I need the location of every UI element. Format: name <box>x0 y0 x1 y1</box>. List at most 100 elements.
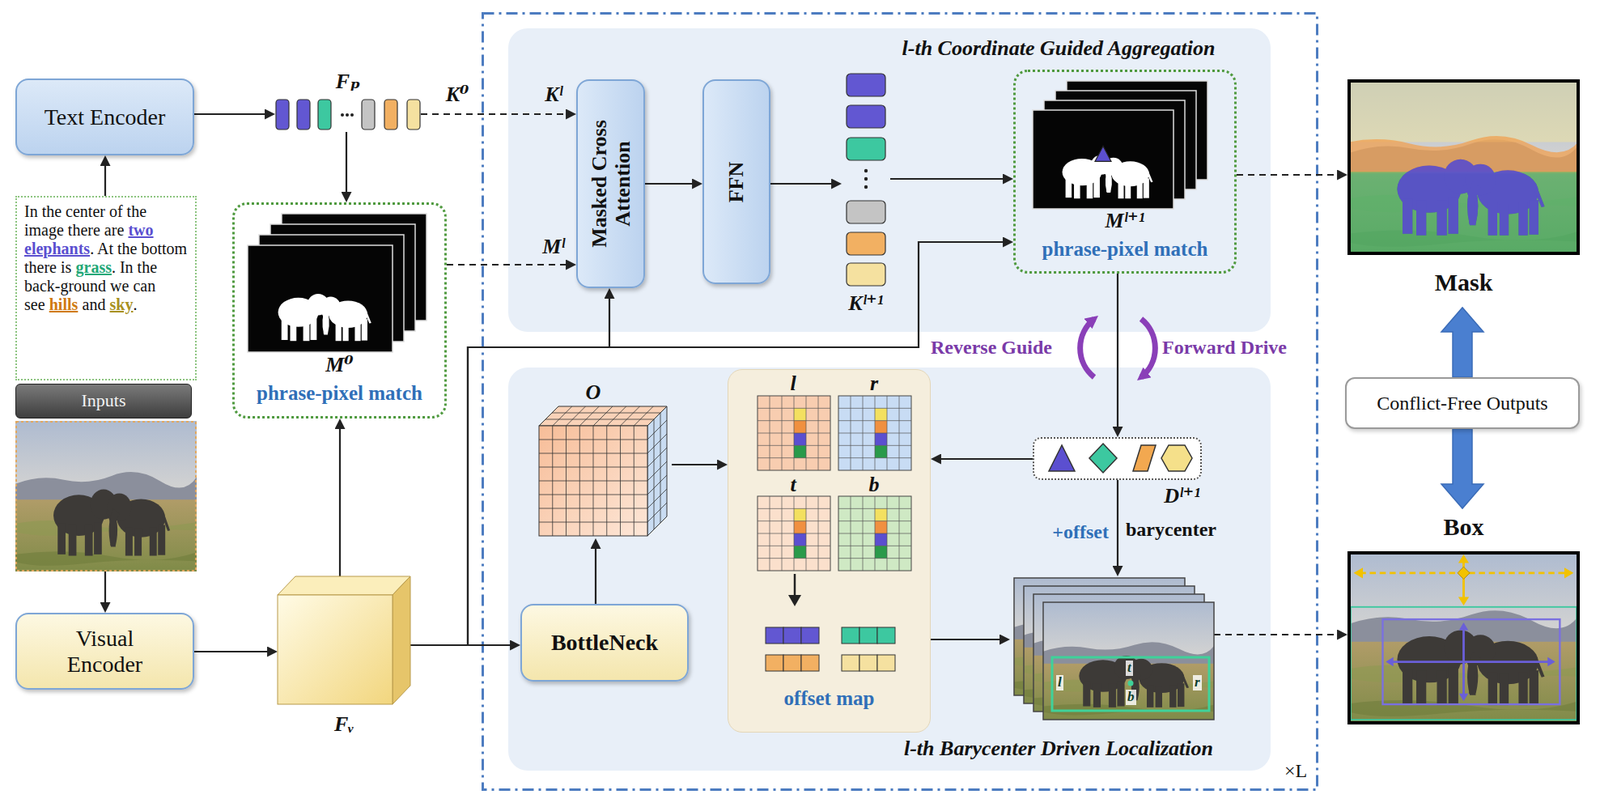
cube-front <box>277 594 393 705</box>
line <box>838 557 912 559</box>
line <box>757 533 831 535</box>
token <box>846 263 886 286</box>
dot <box>864 185 868 189</box>
box-stack: ltrb <box>1010 576 1214 720</box>
grid-label: r <box>857 371 891 395</box>
photo-frame <box>16 421 196 571</box>
node-text: phrase-pixel match <box>1015 237 1235 261</box>
grid-cell <box>793 508 807 521</box>
node-text: l-th Coordinate Guided Aggregation <box>856 36 1261 60</box>
cycle-arrow <box>1141 318 1155 378</box>
grid <box>838 496 912 571</box>
shape <box>1353 567 1363 578</box>
grid-cell <box>874 420 888 433</box>
token <box>318 99 332 130</box>
node-text: M⁰ <box>234 352 445 377</box>
dot <box>340 113 344 117</box>
grid-cell <box>793 521 807 534</box>
grid-cell <box>793 407 807 421</box>
offset-cell <box>801 654 820 671</box>
triangle-mark <box>1048 445 1075 472</box>
connector <box>410 644 514 646</box>
offset-cell <box>841 654 860 671</box>
encoder-box: Visual Encoder <box>15 612 195 690</box>
offset-cell <box>877 627 896 644</box>
token-column: Kˡ⁺¹ <box>841 71 891 320</box>
offset-panel: offset map <box>727 369 931 733</box>
connector <box>671 463 722 466</box>
node-text: Visual Encoder <box>44 625 166 677</box>
shape <box>1459 693 1469 702</box>
line <box>757 545 831 547</box>
cube-side <box>392 576 411 705</box>
stage-panel: l-th Coordinate Guided AggregationMasked… <box>508 28 1271 332</box>
line <box>757 457 831 459</box>
node-text: FFN <box>724 86 748 277</box>
parallelogram-mark <box>1133 445 1156 472</box>
line <box>899 496 900 571</box>
line <box>838 533 912 535</box>
line <box>653 419 655 530</box>
grid-cell <box>793 420 807 433</box>
photo-frame <box>1349 552 1579 723</box>
shape <box>1458 596 1469 606</box>
connector <box>194 650 272 653</box>
node-text: Fₚ <box>275 69 421 94</box>
connector <box>1116 479 1119 570</box>
token <box>846 137 886 161</box>
line <box>806 496 807 571</box>
photo-scene <box>15 420 197 572</box>
barycenter-set-art <box>1034 438 1204 482</box>
node-text: Kˡ⁺¹ <box>829 291 903 315</box>
diamond-mark <box>1089 443 1117 473</box>
grid-cell <box>874 533 888 546</box>
grid <box>757 496 831 571</box>
panel-ground <box>508 367 1271 771</box>
caption-text: In the center of the image there are <box>24 202 147 239</box>
sky-mask <box>1349 80 1579 143</box>
line <box>757 445 831 446</box>
connector <box>1116 273 1119 431</box>
token <box>384 99 398 130</box>
cube-top <box>277 576 411 595</box>
token <box>846 73 886 97</box>
block-arrow <box>1441 428 1484 509</box>
offset-cell <box>765 627 784 644</box>
line <box>538 522 648 523</box>
connector <box>770 182 836 185</box>
node-text: Text Encoder <box>44 104 166 130</box>
bounding-box <box>1350 606 1577 720</box>
line <box>538 494 648 496</box>
box-stack-art <box>1010 576 1214 720</box>
node-text: t <box>1125 660 1134 676</box>
stage-panel: l-th Barycenter Driven LocalizationOBott… <box>508 367 1271 771</box>
offset-cell <box>783 654 802 671</box>
grid-label: b <box>857 472 891 497</box>
node-text: Fᵥ <box>277 712 411 736</box>
mask-silhouette <box>278 293 372 341</box>
bottleneck-box: BottleNeck <box>520 603 689 682</box>
input-group: InputsIn the center of the image there a… <box>15 195 197 572</box>
grid-cell <box>793 445 807 458</box>
line <box>551 412 661 414</box>
token <box>846 200 886 224</box>
line <box>818 395 820 471</box>
node-text: offset map <box>728 687 930 710</box>
grid-cell <box>874 432 888 446</box>
grid <box>757 395 831 471</box>
grid-cell <box>874 521 888 534</box>
dot <box>350 113 354 117</box>
offset-cell <box>841 627 860 644</box>
shape <box>1459 622 1469 631</box>
annotation: +offset <box>1037 521 1109 544</box>
encoder-box: Text Encoder <box>15 78 195 156</box>
line <box>1462 625 1465 699</box>
node-text: Masked Cross Attention <box>586 86 634 281</box>
shape <box>1385 657 1393 667</box>
offset-cell <box>765 654 784 671</box>
caption-text: . <box>132 295 137 314</box>
dot <box>864 169 868 173</box>
photo-frame <box>1349 80 1579 254</box>
line <box>757 432 831 434</box>
